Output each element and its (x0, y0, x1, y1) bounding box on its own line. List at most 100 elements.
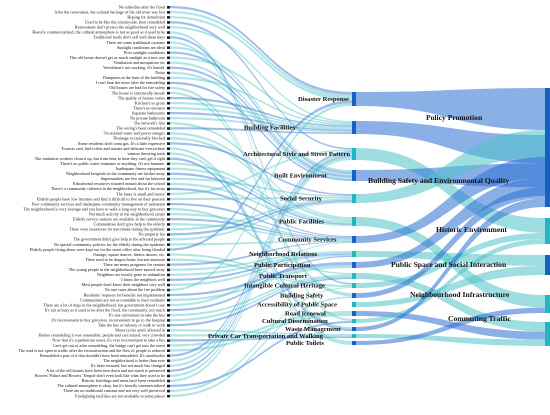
right-label-policy-promotion: Policy Promotion (426, 113, 483, 122)
left-label-outrage-square-dances-fitness-dances-etc: Outrage, square dances, fitness dances, … (93, 252, 165, 258)
flow-left-47 (170, 240, 352, 246)
flow-left-37 (170, 149, 352, 196)
left-node-26 (167, 137, 170, 140)
left-node-69 (167, 354, 170, 358)
left-label-residents-requests-for-benefits-not-impl: Residents' requests for benefits not imp… (84, 292, 166, 297)
flow-mid-10 (356, 232, 545, 288)
mid-node-private-car-transportation-and-walking (352, 334, 356, 338)
flow-left-53 (170, 252, 352, 276)
flow-left-12 (170, 66, 352, 178)
left-label-poor-sunlight-conditions: Poor sunlight conditions (124, 50, 165, 55)
mid-label-building-facilities: Building Facilities (244, 125, 296, 132)
left-label-dampness-at-the-base-of-the-building: Dampness at the base of the building (103, 75, 166, 80)
right-label-historic-environment: Historic Environment (436, 225, 507, 234)
right-label-building-safety-and-environmental-qualit: Building Safety and Environmental Qualit… (368, 176, 509, 185)
flow-mid-4 (356, 130, 545, 203)
flow-left-27 (170, 142, 352, 196)
left-node-11 (167, 61, 170, 65)
flow-left-34 (170, 177, 352, 197)
left-node-2 (167, 16, 170, 19)
left-node-31 (167, 162, 170, 166)
left-label-neighborhood-hospitals-in-the-community-: Neighborhood hospitals in the community … (66, 171, 166, 176)
mid-node-built-environment (352, 170, 356, 181)
flow-left-4 (170, 26, 352, 123)
flow-left-26 (170, 137, 352, 221)
left-label-historic-buildings-and-areas-have-been-r: Historic buildings and areas have been r… (82, 378, 166, 383)
mid-node-disaster-response (352, 92, 356, 106)
left-node-16 (167, 86, 170, 90)
left-node-68 (167, 349, 170, 352)
left-node-40 (167, 208, 170, 211)
mid-label-private-car-transportation-and-walking: Private Car Transportation and Walking (208, 333, 324, 340)
flow-left-16 (170, 86, 352, 295)
left-label-most-people-don-t-know-their-neighbors-v: Most people don't know their neighbors v… (82, 282, 166, 287)
left-node-77 (167, 394, 170, 398)
left-node-12 (167, 66, 170, 70)
mid-node-neighborhood-relations (352, 251, 356, 257)
left-label-sunlight-conditions-are-ideal: Sunlight conditions are ideal (117, 45, 166, 50)
flow-left-74 (170, 158, 352, 382)
flow-mid-16 (356, 334, 545, 346)
flow-mid-17 (356, 307, 545, 345)
left-label-the-road-is-not-open-to-traffic-after-th: The road is not open to traffic after th… (18, 348, 166, 353)
flow-left-66 (170, 336, 352, 342)
flow-left-31 (170, 162, 352, 223)
left-node-28 (167, 147, 170, 150)
left-node-71 (167, 364, 170, 368)
mid-node-community-services (352, 236, 356, 243)
left-label-the-government-didn-t-give-help-to-the-a: The government didn't give help to the a… (73, 237, 165, 242)
mid-node-waste-management (352, 327, 356, 331)
left-label-there-are-a-lot-of-dogs-in-the-neighborh: There are a lot of dogs in the neighborh… (43, 302, 165, 308)
right-label-public-space-and-social-interaction: Public Space and Social Interaction (391, 260, 507, 269)
mid-label-social-security: Social Security (280, 196, 323, 203)
flow-left-71 (170, 154, 352, 367)
left-label-it-s-not-convenient-to-take-the-bus: It's not convenient to take the bus (109, 312, 165, 317)
left-node-52 (167, 268, 170, 272)
left-node-32 (167, 167, 170, 171)
flow-left-72 (170, 155, 352, 372)
left-node-30 (167, 157, 170, 161)
left-label-after-the-renovation-the-cultural-herita: After the renovation, the cultural herit… (54, 9, 166, 15)
flow-left-0 (170, 6, 352, 95)
flow-left-1 (170, 11, 352, 98)
flow-left-19 (170, 101, 352, 129)
flow-left-35 (170, 182, 352, 226)
flow-left-30 (170, 157, 352, 331)
left-label-neighbors-are-mostly-gone-or-unfamiliar: Neighbors are mostly gone or unfamiliar (97, 272, 166, 277)
flow-left-23 (170, 122, 352, 219)
left-node-38 (167, 197, 170, 201)
left-node-43 (167, 223, 170, 226)
flow-mid-6 (356, 157, 545, 243)
right-node-historic-environment (545, 218, 550, 244)
left-node-19 (167, 101, 170, 105)
mid-label-built-environment: Built Environment (274, 173, 328, 180)
flow-left-55 (170, 254, 352, 286)
flow-left-6 (170, 36, 352, 284)
left-node-62 (167, 319, 170, 322)
flow-left-54 (170, 253, 352, 281)
left-node-66 (167, 339, 170, 342)
left-node-63 (167, 324, 170, 327)
left-node-4 (167, 26, 170, 29)
left-node-61 (167, 314, 170, 317)
flow-mid-2 (356, 148, 545, 233)
flow-left-68 (170, 313, 352, 352)
left-node-48 (167, 248, 170, 251)
flow-left-22 (170, 117, 352, 133)
left-node-17 (167, 91, 170, 95)
left-node-6 (167, 36, 170, 39)
left-node-1 (167, 11, 170, 14)
left-node-70 (167, 359, 170, 363)
flow-left-36 (170, 187, 352, 237)
left-node-65 (167, 334, 170, 337)
left-label-inadequate-fitness-equipment: Inadequate fitness equipment (116, 166, 166, 171)
left-node-42 (167, 218, 170, 221)
flow-left-13 (170, 71, 352, 180)
left-label-the-house-is-structurally-unsafe: The house is structurally unsafe (112, 90, 165, 95)
flow-left-14 (170, 76, 352, 126)
left-label-it-s-been-restored-but-not-much-has-chan: It's been restored, but not much has cha… (91, 363, 166, 369)
mid-label-building-safety: Building Safety (280, 293, 324, 300)
flow-left-43 (170, 223, 352, 241)
flow-left-24 (170, 127, 352, 134)
